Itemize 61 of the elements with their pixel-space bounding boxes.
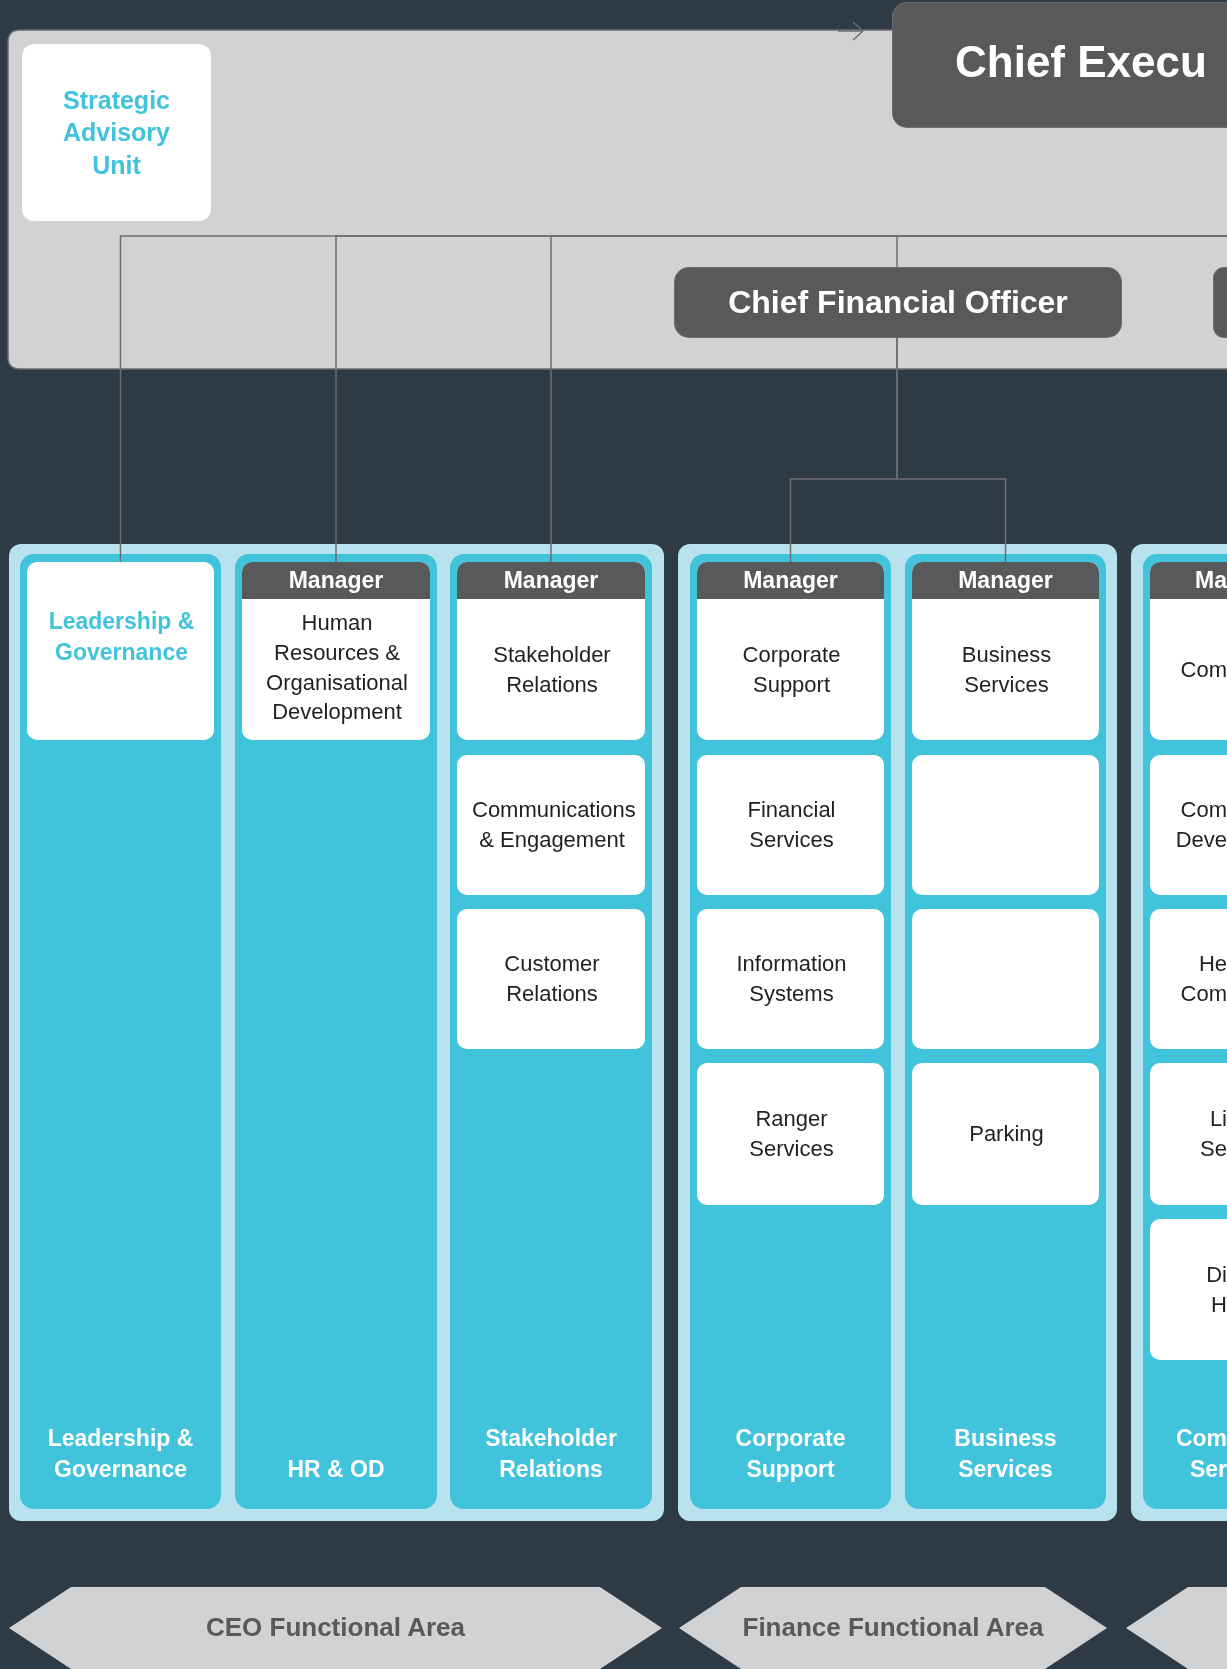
unit-name: Strategic Advisory Unit [62, 84, 171, 181]
department-column [450, 554, 652, 1509]
team-card [912, 562, 1099, 740]
team-name: Information Systems [735, 950, 848, 1008]
area-name: CEO Functional Area [205, 1611, 466, 1645]
manager-header: Manager [697, 562, 884, 599]
team-card [242, 562, 430, 740]
manager-header: Ma [1150, 562, 1227, 599]
department-column [690, 554, 891, 1509]
team-name: He Com [1180, 950, 1227, 1008]
team-name: Customer Relations [503, 950, 601, 1008]
department-column [20, 554, 221, 1509]
team-name: Com [1180, 655, 1227, 684]
team-card [1150, 562, 1227, 740]
team-card [697, 909, 884, 1049]
team-name: Human Resources & Organisational Development [265, 609, 409, 727]
department-name: Com Ser [1175, 1423, 1227, 1484]
team-card [457, 562, 645, 740]
team-name: Ranger Services [748, 1105, 835, 1163]
team-card [912, 755, 1099, 895]
team-name: Com Deve [1175, 796, 1227, 854]
team-card [697, 1063, 884, 1205]
manager-header: Manager [457, 562, 645, 599]
team-name: Financial Services [746, 796, 837, 854]
team-card [1150, 1063, 1227, 1205]
team-card [457, 909, 645, 1049]
arrow [837, 21, 864, 41]
department-column [235, 554, 437, 1509]
department-column [905, 554, 1106, 1509]
manager-header: Manager [242, 562, 430, 599]
department-name: Stakeholder Relations [484, 1423, 618, 1484]
team-card [912, 1063, 1099, 1205]
area-name: Finance Functional Area [742, 1611, 1044, 1645]
team-card [912, 909, 1099, 1049]
role-title: Chief Financial Officer [728, 284, 1068, 321]
team-name: Business Services [960, 640, 1053, 699]
executive-box [893, 3, 1227, 127]
role-title: Chief Execu [955, 37, 1207, 87]
team-name: Di H [1206, 1260, 1227, 1319]
team-card [1150, 909, 1227, 1049]
team-name: Li Se [1200, 1105, 1227, 1163]
team-card [1150, 755, 1227, 895]
team-name: Leadership & Governance [47, 606, 196, 667]
team-name: Parking [969, 1120, 1044, 1149]
team-name: Corporate Support [741, 640, 842, 699]
unit-box [22, 44, 211, 221]
team-card [697, 755, 884, 895]
team-card [27, 562, 214, 740]
department-name: Leadership & Governance [46, 1423, 195, 1484]
team-name: Stakeholder Relations [492, 640, 612, 699]
team-card [1150, 1219, 1227, 1360]
team-card [457, 755, 645, 895]
department-name: Corporate Support [734, 1423, 847, 1484]
connector-line [896, 235, 1227, 269]
team-card [697, 562, 884, 740]
department-name: HR & OD [286, 1454, 386, 1484]
manager-header: Manager [912, 562, 1099, 599]
connector-line [896, 336, 1007, 563]
executive-box [675, 268, 1121, 337]
department-column [1143, 554, 1227, 1509]
department-name: Business Services [953, 1423, 1058, 1484]
